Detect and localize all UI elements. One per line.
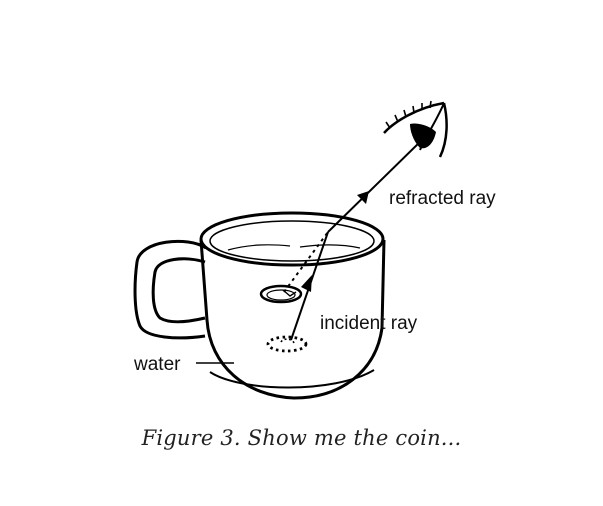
mug-body [199,239,386,400]
water-surface [227,244,361,251]
apparent-ray-extension [283,231,329,293]
apparent-coin [259,284,303,304]
label-incident-ray: incident ray [320,313,418,334]
label-refracted-ray: refracted ray [389,188,496,209]
mug-handle [133,239,207,340]
figure-caption: Figure 3. Show me the coin... [141,426,462,450]
mug-inner-rim [209,220,375,262]
real-coin [266,335,308,353]
label-water: water [133,354,181,375]
incident-ray-arrowhead [301,275,312,292]
mug-rim [199,211,385,267]
refracted-ray-line [327,137,425,233]
refracted-ray-arrowhead [357,191,369,204]
eye-icon [383,100,448,158]
